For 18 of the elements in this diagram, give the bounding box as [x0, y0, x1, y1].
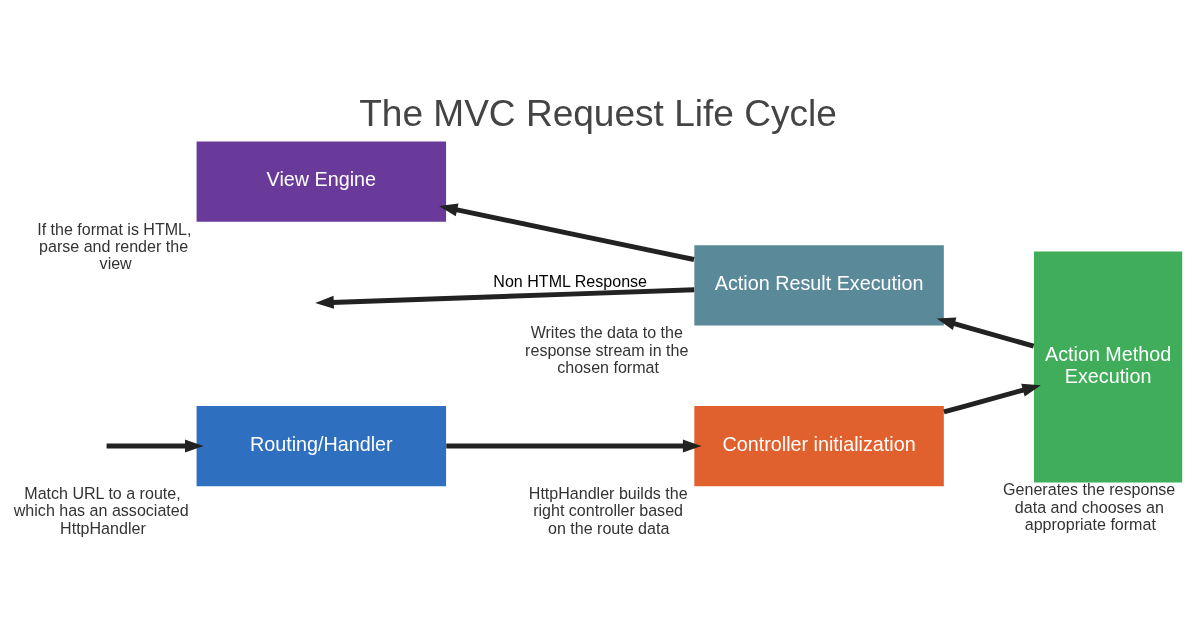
arrow: [936, 316, 1035, 349]
arrow: [943, 383, 1041, 414]
node-box: Action Result Execution: [694, 244, 944, 326]
diagram-title: The MVC Request Life Cycle: [359, 91, 837, 134]
node-label: Generates the response data and chooses an appropriate format: [1003, 479, 1176, 533]
node-box: Routing/Handler: [196, 405, 447, 486]
node-label: Writes the data to the response stream in the chosen format: [525, 322, 689, 376]
node-box: Action Method Execution: [1034, 251, 1183, 482]
node-label: HttpHandler builds the right controller based on the route data: [528, 483, 688, 537]
arrow: [106, 439, 204, 453]
edge-label: Non HTML Response: [493, 271, 648, 290]
node-box: View Engine: [196, 141, 447, 222]
arrow: [438, 203, 695, 262]
arrow: [315, 286, 695, 309]
arrow: [446, 439, 702, 453]
node-label: Match URL to a route, which has an associated HttpHandler: [13, 483, 189, 537]
node-box: Controller initialization: [694, 405, 944, 486]
node-label: If the format is HTML, parse and render the view: [37, 219, 192, 272]
